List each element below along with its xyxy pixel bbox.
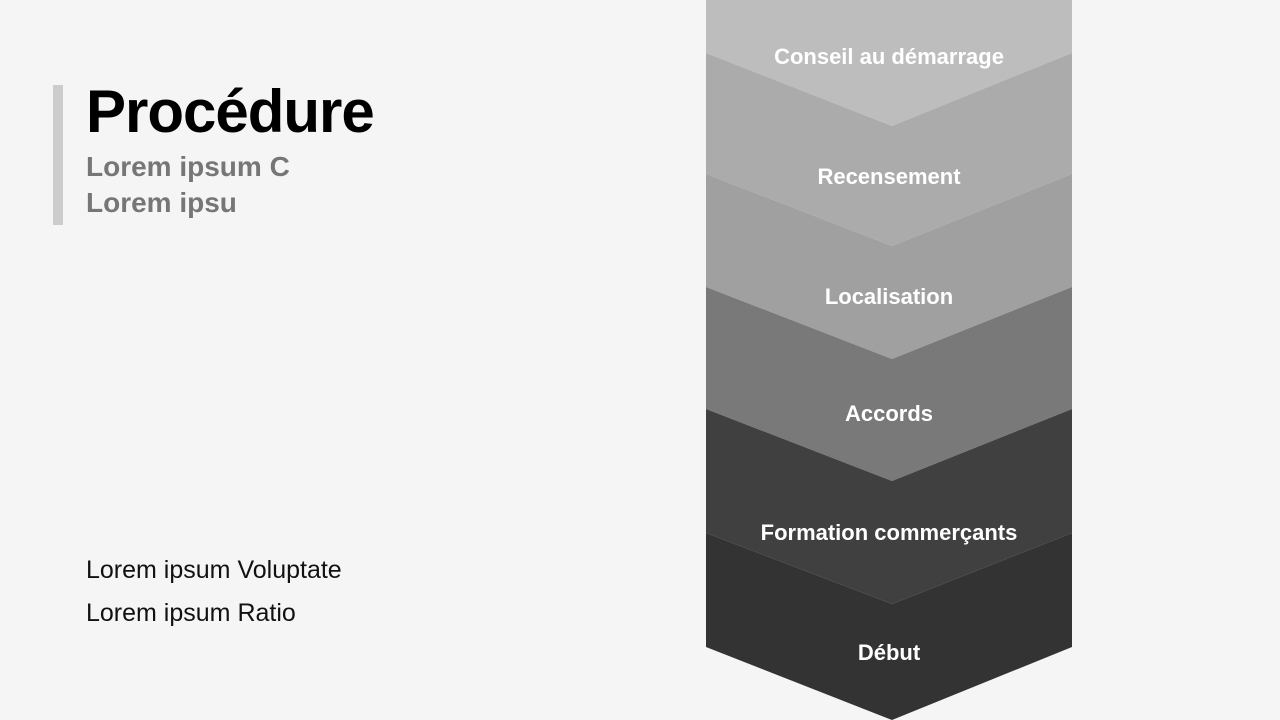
step-shape-2 (706, 53, 1072, 246)
step-label-recensement: Recensement (817, 164, 961, 189)
step-label-conseil: Conseil au démarrage (774, 44, 1004, 69)
note-ratio: Lorem ipsum Ratio (86, 599, 296, 627)
step-label-accords: Accords (845, 401, 933, 426)
step-shape-4 (706, 287, 1072, 481)
step-label-localisation: Localisation (825, 284, 953, 309)
page-title: Procédure (86, 78, 375, 145)
step-label-formation: Formation commerçants (761, 520, 1018, 545)
step-shape-1 (706, 0, 1072, 126)
step-shape-6 (706, 533, 1072, 720)
step-shape-5 (706, 409, 1072, 604)
step-label-debut: Début (858, 640, 921, 665)
subtitle-line-1: Lorem ipsum C (86, 151, 290, 182)
subtitle-line-2: Lorem ipsu (86, 187, 237, 218)
note-voluptate: Lorem ipsum Voluptate (86, 556, 342, 584)
accent-bar (53, 85, 63, 225)
step-shape-3 (706, 174, 1072, 359)
